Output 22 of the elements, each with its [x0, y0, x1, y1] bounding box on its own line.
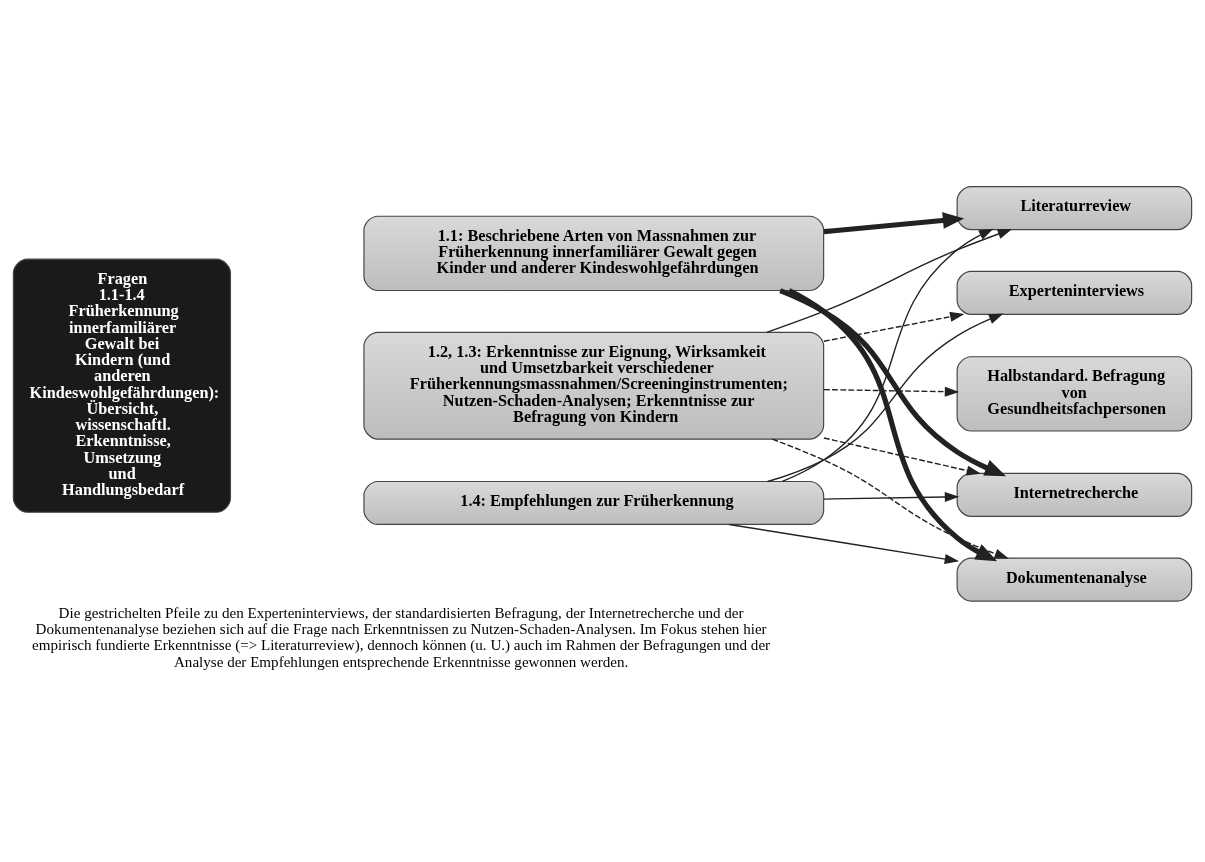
arrow — [766, 313, 1004, 483]
arrow — [779, 288, 1007, 477]
arrow — [823, 386, 960, 397]
node-box: Literaturreview — [956, 186, 1193, 231]
arrow — [728, 523, 960, 564]
arrow — [823, 311, 965, 342]
node-box: 1.1: Beschriebene Arten von Massnahmen zur Früherkennung innerfamiliärer Gewalt gegen Kinder und anderer Kindeswohlgefährdungen — [363, 215, 825, 292]
node-box: Dokumentenanalyse — [956, 557, 1193, 602]
node-box: Fragen 1.1-1.4 Früherkennung innerfamiliärer Gewalt bei Kindern (und anderen Kindeswohlgefährdungen): Übersicht, wissenschaftl. Erkenntnisse, Umsetzung und Handlungsbedarf — [12, 258, 232, 513]
arrow — [771, 438, 1009, 559]
arrow — [788, 288, 998, 562]
node-box: 1.4: Empfehlungen zur Früherkennung — [363, 480, 825, 526]
node-box: 1.2, 1.3: Erkenntnisse zur Eignung, Wirksamkeit und Umsetzbarkeit verschiedener Früherkennungsmassnahmen/Screeninginstrumenten; Nutzen-Schaden-Analysen; Erkenntnisse zur Befragung von Kindern — [363, 331, 825, 440]
node-box: Internetrecherche — [956, 472, 1193, 517]
node-box: Halbstandard. Befragung von Gesundheitsfachpersonen — [956, 356, 1193, 432]
caption: Die gestrichelten Pfeile zu den Experteninterviews, der standardisierten Befragung, der Internetrecherche und der Dokumentenanalyse beziehen sich auf die Frage nach Erkenntnissen zu Nutzen-Schaden-Analysen. Im Fokus stehen hier empirisch fundierte Erkenntnisse (=> Literaturreview), dennoch können (u. U.) auch im Rahmen der Befragungen und der Analyse der Empfehlungen entsprechende Erkenntnisse gewonnen werden. — [32, 604, 771, 670]
arrow — [766, 229, 1013, 333]
arrow — [823, 212, 965, 235]
arrow — [823, 437, 982, 476]
node-box: Experteninterviews — [956, 270, 1193, 315]
arrow — [823, 492, 960, 503]
arrow — [781, 228, 994, 482]
